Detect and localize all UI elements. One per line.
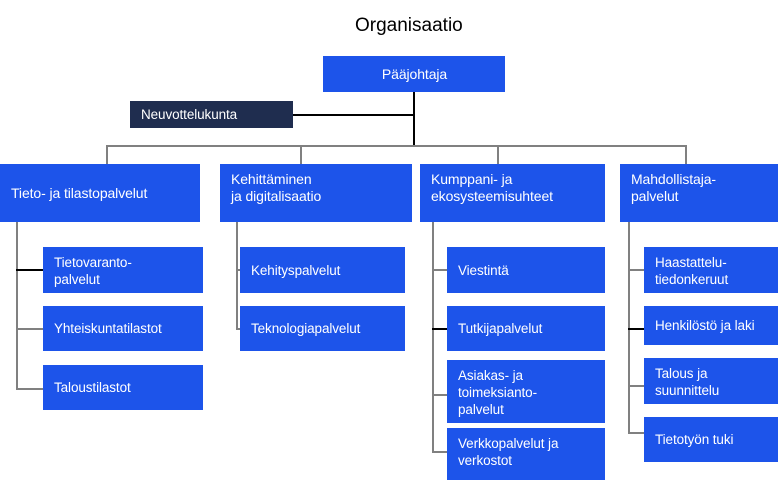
node-unit-4-3[interactable]: Talous ja suunnittelu [644,358,778,404]
connector-bus-drop-3 [497,145,499,164]
connector-stub-4-2 [628,328,644,330]
node-paajohtaja[interactable]: Pääjohtaja [323,56,505,92]
connector-stub-3-2 [432,328,448,330]
connector-bus-drop-1 [106,145,108,164]
node-unit-2-1[interactable]: Kehityspalvelut [240,247,405,293]
connector-stub-4-4 [628,432,644,434]
connector-stub-3-3 [432,394,448,396]
node-unit-2-2[interactable]: Teknologiapalvelut [240,306,405,351]
connector-bus-drop-2 [300,145,302,164]
node-department-4[interactable]: Mahdollistaja- palvelut [620,164,778,222]
connector-trunk-1 [16,222,18,390]
connector-trunk-4 [628,222,630,432]
node-unit-4-4[interactable]: Tietotyön tuki [644,417,778,462]
node-unit-1-2[interactable]: Yhteiskuntatilastot [43,306,203,351]
connector-department-bus [106,145,686,147]
node-unit-3-4[interactable]: Verkkopalvelut ja verkostot [447,428,605,480]
connector-stub-1-1 [16,269,44,271]
node-unit-1-3[interactable]: Taloustilastot [43,365,203,410]
node-neuvottelukunta[interactable]: Neuvottelukunta [130,101,293,128]
node-department-2[interactable]: Kehittäminen ja digitalisaatio [220,164,412,222]
node-department-3[interactable]: Kumppani- ja ekosysteemisuhteet [420,164,605,222]
node-unit-3-2[interactable]: Tutkijapalvelut [447,306,605,351]
node-unit-4-1[interactable]: Haastattelu- tiedonkeruut [644,247,778,293]
connector-bus-drop-4 [685,145,687,164]
connector-stub-4-1 [628,269,644,271]
connector-trunk-2 [236,222,238,330]
node-unit-3-1[interactable]: Viestintä [447,247,605,293]
page-title: Organisaatio [355,15,463,36]
connector-stub-3-4 [432,451,448,453]
node-unit-3-3[interactable]: Asiakas- ja toimeksianto- palvelut [447,360,605,423]
connector-stub-4-3 [628,385,644,387]
connector-stub-1-2 [16,328,44,330]
node-unit-1-1[interactable]: Tietovaranto- palvelut [43,247,203,293]
connector-stub-1-3 [16,388,44,390]
connector-trunk-3 [432,222,434,451]
connector-stub-3-1 [432,269,448,271]
node-unit-4-2[interactable]: Henkilöstö ja laki [644,306,778,345]
connector-root-to-advisory [293,114,414,116]
connector-root-to-bus [413,92,415,146]
node-department-1[interactable]: Tieto- ja tilastopalvelut [0,164,200,222]
